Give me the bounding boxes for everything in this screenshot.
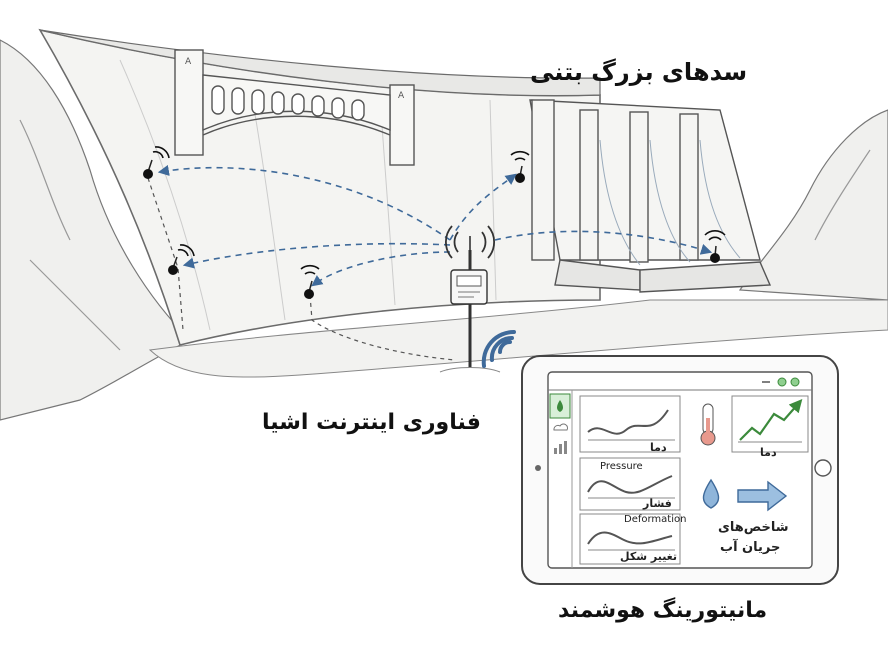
- tablet-device: [521, 355, 839, 585]
- deformation-label: تغییر شکل: [620, 550, 678, 563]
- flow-label-line1: شاخص‌های: [718, 520, 789, 535]
- trend-up-icon: [739, 399, 803, 441]
- deformation-title: Deformation: [624, 514, 687, 525]
- wifi-signal-icon: [481, 329, 516, 368]
- sensor-node-5: [704, 230, 726, 263]
- thermometer-icon: [700, 403, 716, 446]
- svg-text:A: A: [398, 91, 405, 101]
- thermometer-label: دما: [760, 446, 777, 459]
- water-drop-icon: [557, 400, 563, 412]
- flow-arrow-icon: [737, 480, 788, 512]
- cloud-icon: [553, 423, 568, 431]
- pressure-label: فشار: [643, 497, 672, 510]
- temperature-curve: [587, 409, 669, 435]
- iot-gateway: [439, 225, 501, 373]
- pressure-title: Pressure: [600, 461, 643, 472]
- sensor-node-2: [168, 244, 195, 275]
- bar-chart-icon: [554, 441, 567, 454]
- iot-links: [157, 164, 713, 287]
- arch-bridge: A A: [174, 49, 415, 166]
- left-cliff: [0, 39, 192, 421]
- green-dot-icon: [790, 377, 800, 387]
- sensor-node-3: [300, 264, 320, 299]
- svg-text:A: A: [185, 57, 192, 67]
- temp-chart-label: دما: [650, 441, 667, 454]
- iot-label: فناوری اینترنت اشیا: [262, 410, 481, 435]
- dams-label: سدهای بزرگ بتنی: [530, 58, 748, 86]
- sensor-node-4: [510, 150, 530, 183]
- ground: [148, 299, 888, 378]
- monitoring-label: مانیتورینگ هوشمند: [558, 598, 768, 623]
- water-drop-icon: [702, 478, 720, 509]
- sensor-cables: [147, 177, 456, 361]
- deformation-curve: [587, 531, 673, 545]
- green-dot-icon: [777, 377, 787, 387]
- sensor-node-1: [143, 146, 170, 179]
- flow-label-line2: جریان آب: [720, 540, 781, 555]
- pressure-curve: [587, 475, 673, 494]
- spillway: [529, 99, 772, 293]
